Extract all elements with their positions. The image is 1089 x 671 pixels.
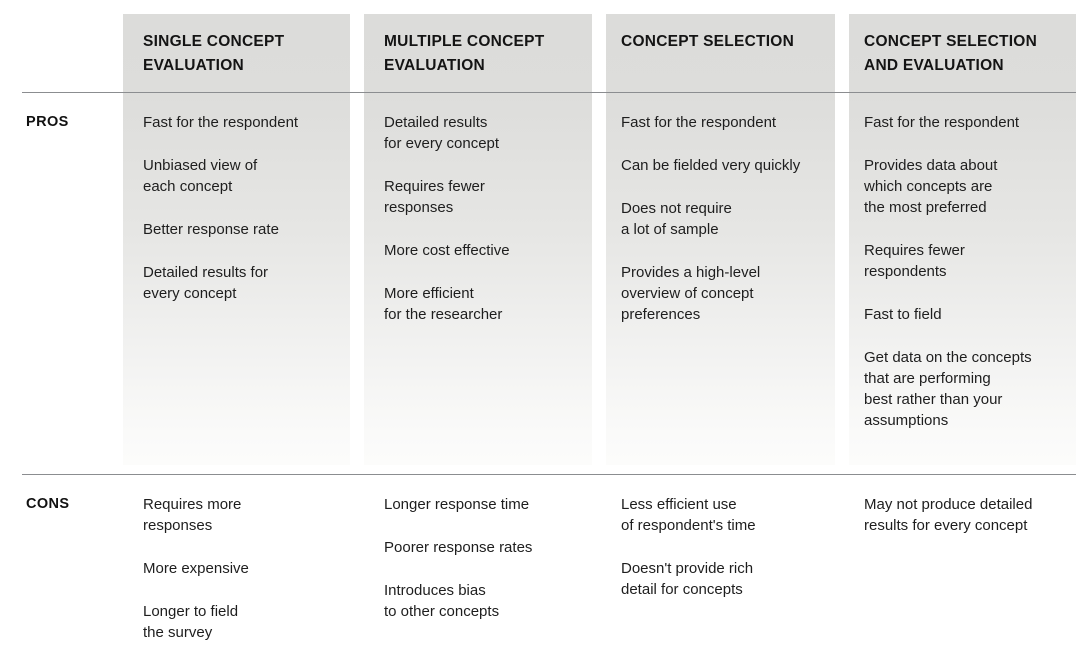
list-item: Provides a high-level overview of concep…: [621, 264, 761, 323]
row-label-cons: CONS: [26, 496, 70, 512]
list-item: Get data on the concepts that are perfor…: [864, 349, 1032, 429]
column-band-2: [364, 14, 592, 465]
pros-cons-divider-rule: [22, 474, 1076, 475]
cell-cons-multiple-concept-evaluation: Longer response time Poorer response rat…: [384, 494, 586, 622]
list-item: Fast for the respondent: [864, 114, 1020, 131]
row-label-pros: PROS: [26, 114, 69, 130]
list-item: More efficient for the researcher: [384, 285, 503, 323]
list-item: Fast for the respondent: [621, 114, 777, 131]
list-item: Requires fewer responses: [384, 178, 485, 216]
list-item: Fast to field: [864, 306, 942, 323]
list-item: Requires fewer respondents: [864, 242, 965, 280]
list-item: May not produce detailed results for eve…: [864, 496, 1033, 534]
list-item: Does not require a lot of sample: [621, 200, 732, 238]
list-item: Less efficient use of respondent's time: [621, 496, 756, 534]
column-header-multiple-concept-evaluation: MULTIPLE CONCEPT EVALUATION: [384, 33, 545, 74]
list-item: Better response rate: [143, 221, 279, 238]
table-header-row: SINGLE CONCEPT EVALUATION MULTIPLE CONCE…: [0, 0, 1089, 92]
cell-pros-multiple-concept-evaluation: Detailed results for every concept Requi…: [384, 112, 586, 325]
column-header-concept-selection-and-evaluation: CONCEPT SELECTION AND EVALUATION: [864, 33, 1038, 74]
cell-pros-concept-selection-and-evaluation: Fast for the respondent Provides data ab…: [864, 112, 1069, 431]
header-divider-rule: [22, 92, 1076, 93]
list-item: Longer response time: [384, 496, 530, 513]
cell-pros-concept-selection: Fast for the respondent Can be fielded v…: [621, 112, 829, 325]
list-item: Provides data about which concepts are t…: [864, 157, 998, 216]
column-header-concept-selection: CONCEPT SELECTION: [621, 33, 795, 50]
column-header-single-concept-evaluation: SINGLE CONCEPT EVALUATION: [143, 33, 285, 74]
list-item: Doesn't provide rich detail for concepts: [621, 560, 754, 598]
list-item: Unbiased view of each concept: [143, 157, 258, 195]
cell-cons-concept-selection-and-evaluation: May not produce detailed results for eve…: [864, 494, 1069, 536]
list-item: Fast for the respondent: [143, 114, 299, 131]
list-item: Detailed results for every concept: [143, 264, 269, 302]
column-band-4: [849, 14, 1076, 465]
list-item: Detailed results for every concept: [384, 114, 500, 152]
list-item: Longer to field the survey: [143, 603, 239, 641]
list-item: Requires more responses: [143, 496, 242, 534]
column-band-3: [606, 14, 835, 465]
cell-cons-concept-selection: Less efficient use of respondent's time …: [621, 494, 829, 600]
list-item: More expensive: [143, 560, 249, 577]
cell-cons-single-concept-evaluation: Requires more responses More expensive L…: [143, 494, 343, 643]
list-item: Can be fielded very quickly: [621, 157, 801, 174]
list-item: Poorer response rates: [384, 539, 533, 556]
column-band-1: [123, 14, 350, 465]
list-item: Introduces bias to other concepts: [384, 582, 500, 620]
cell-pros-single-concept-evaluation: Fast for the respondent Unbiased view of…: [143, 112, 343, 304]
list-item: More cost effective: [384, 242, 510, 259]
